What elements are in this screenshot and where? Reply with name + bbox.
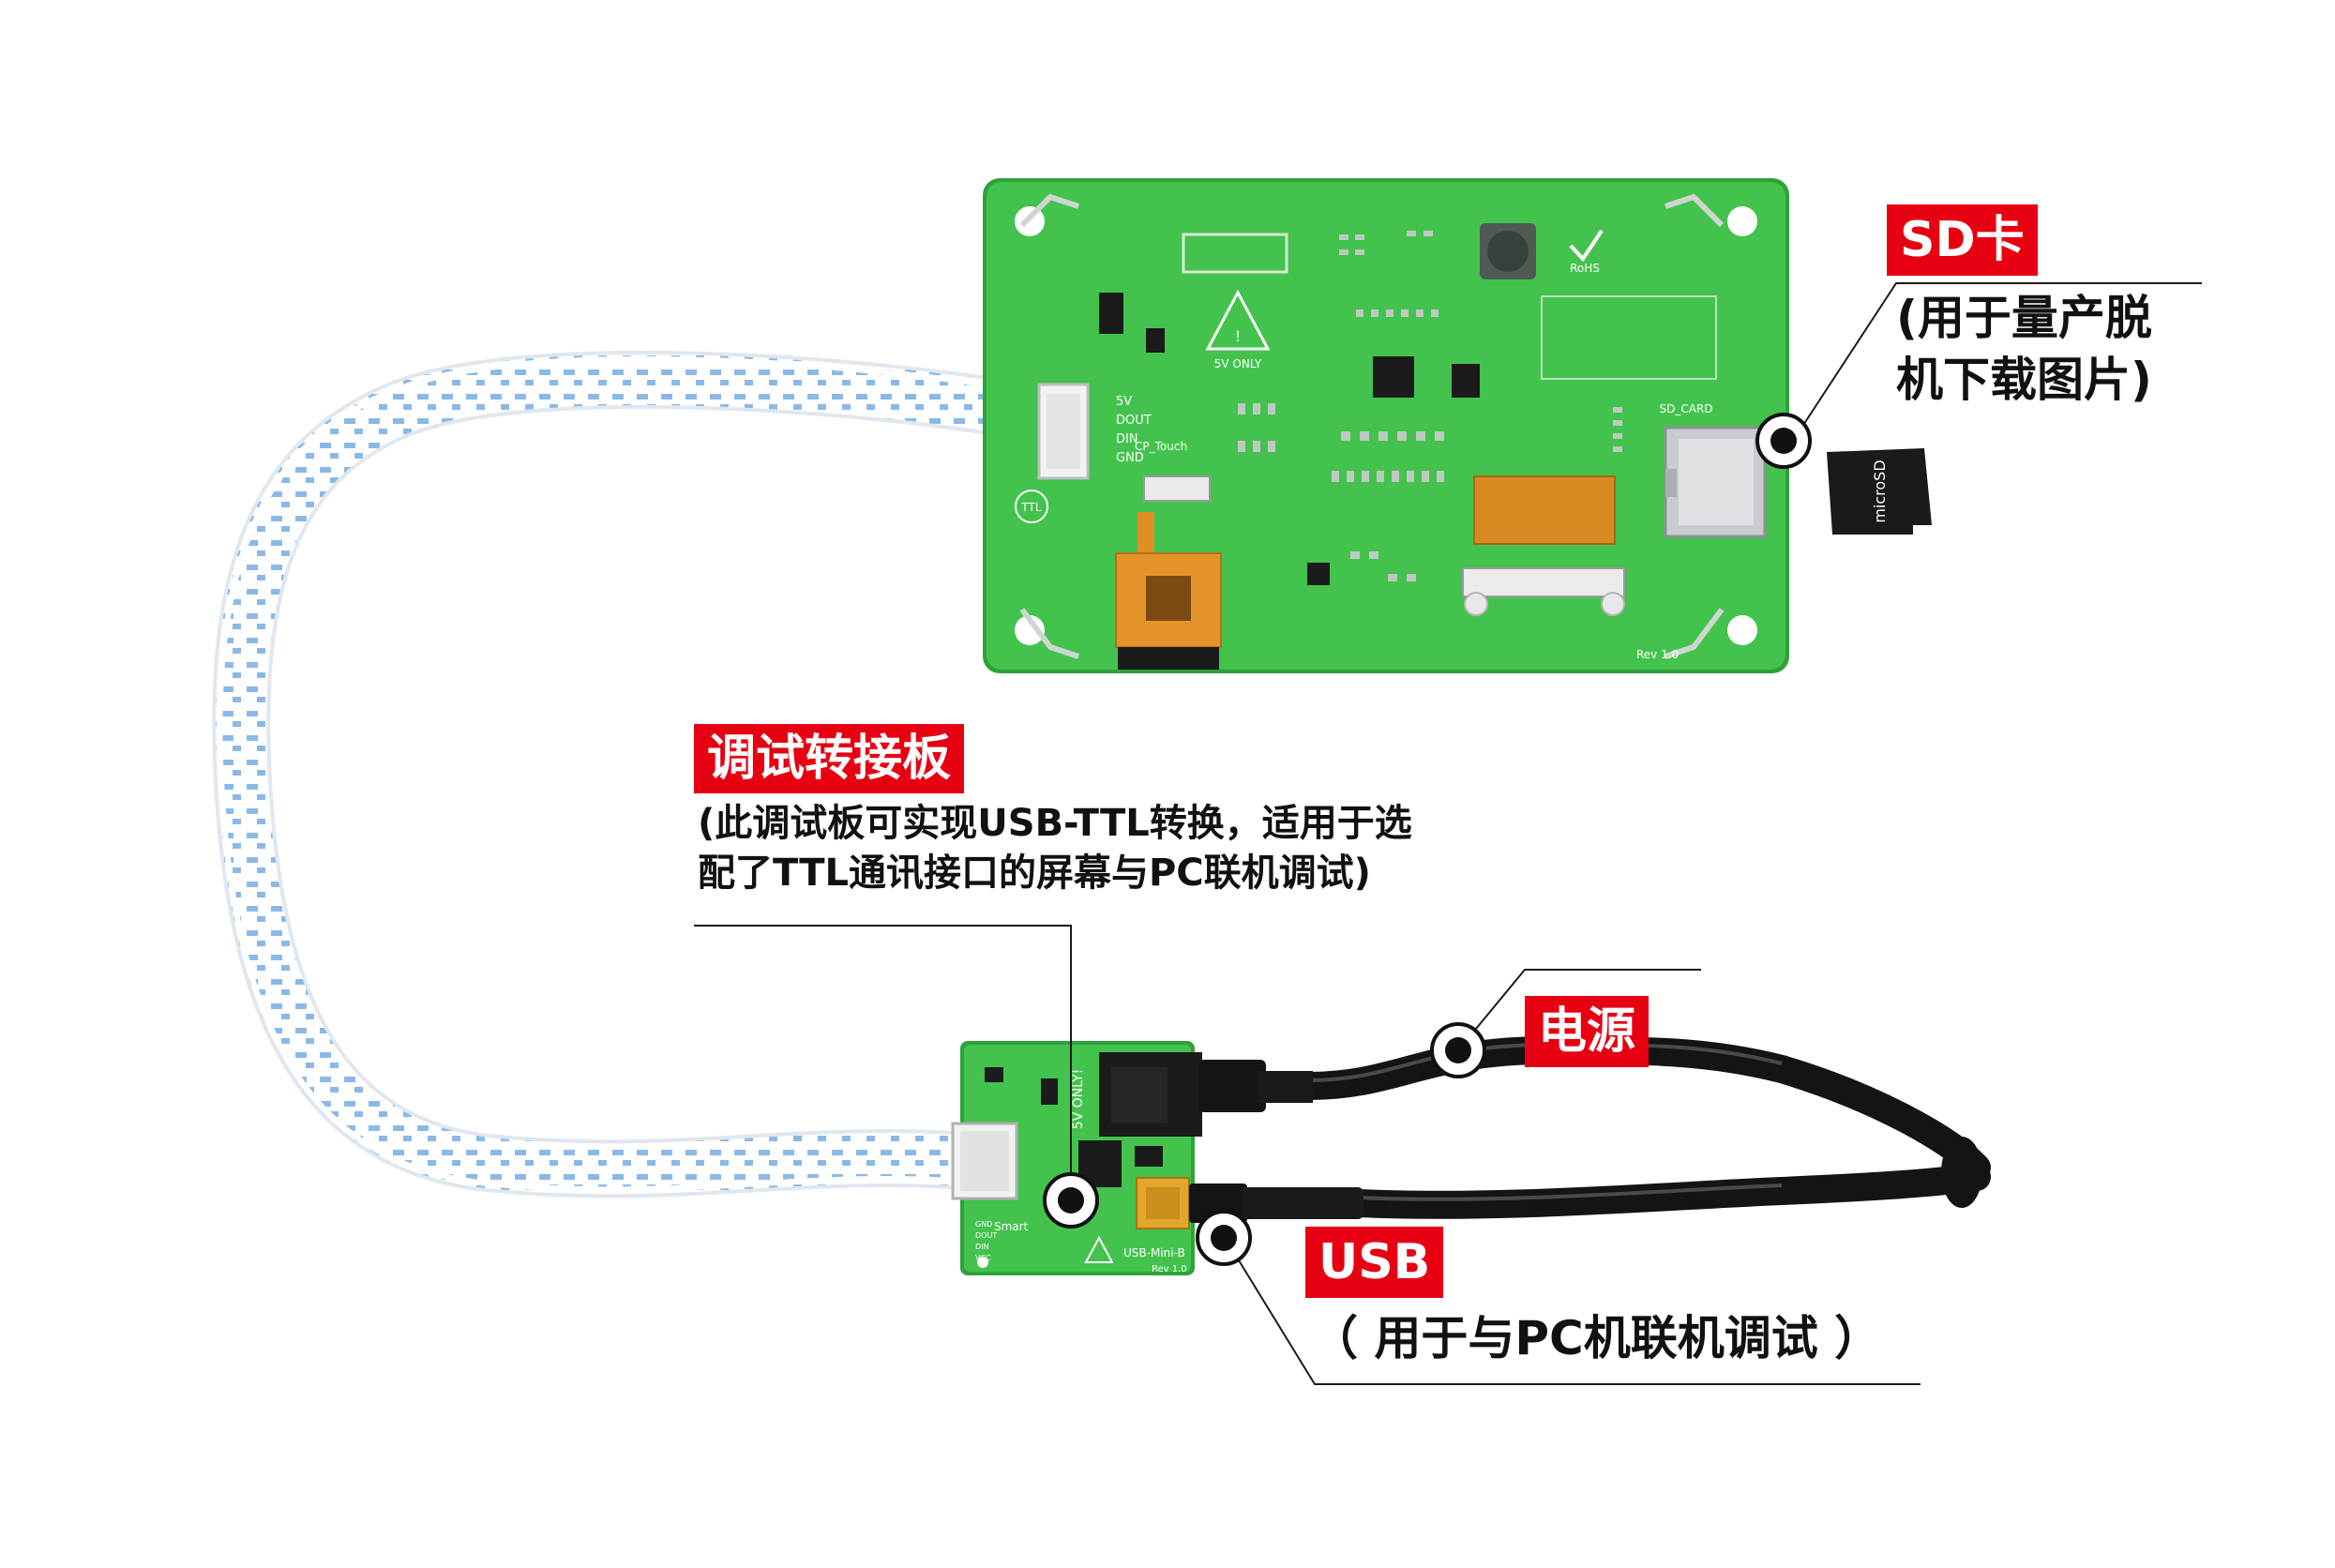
mount-hole: [1727, 615, 1757, 645]
sd-description-line: 机下载图片): [1896, 353, 2152, 407]
ribbon-cable: [212, 350, 1061, 1199]
component: [985, 1067, 1003, 1082]
silk-5v-only: 5V ONLY: [1214, 357, 1262, 370]
silk-pin: DOUT: [1116, 414, 1152, 428]
debug-board-tag: 调试转接板: [694, 724, 965, 793]
sd-leader-line: [1792, 282, 2202, 442]
cable-bundle: [1941, 1137, 1982, 1208]
silk-pin: 5V: [1116, 395, 1132, 409]
silk-rev: Rev 1.0: [1636, 648, 1679, 661]
silk-pin: GND: [1116, 451, 1144, 465]
callout-markers: [1043, 413, 1812, 1266]
silk-pin: DOUT: [975, 1231, 997, 1240]
usb-cable: [1346, 1163, 1991, 1219]
sd-description-line: (用于量产脱: [1896, 291, 2152, 345]
debug-board-description-line: 配了TTL通讯接口的屏幕与PC联机调试): [698, 851, 1371, 895]
microsd-card: microSD: [1827, 448, 1932, 535]
silk-usb-mini-b: USB-Mini-B: [1123, 1246, 1185, 1259]
silk-rev-adapter: Rev 1.0: [1152, 1264, 1187, 1274]
usb-marker: [1196, 1210, 1252, 1266]
touch-connector: [1143, 475, 1211, 502]
silk-pin: DIN: [1116, 432, 1138, 446]
silk-pin: DIN: [975, 1243, 989, 1251]
debug-board-marker: [1043, 1172, 1099, 1229]
label-area: [1541, 295, 1717, 380]
usb-description-line: （ 用于与PC机联机调试 ）: [1311, 1311, 1882, 1365]
component: [1099, 293, 1123, 334]
component: [1452, 364, 1480, 398]
usb-description: （ 用于与PC机联机调试 ）: [1311, 1307, 1881, 1369]
usb-mini-b-connector: [1136, 1177, 1190, 1229]
debug-board-description-line: (此调试板可实现USB-TTL转换，适用于选: [698, 802, 1412, 845]
warning-icon: [1205, 289, 1271, 351]
main-board: 5V DOUT DIN GND TTL ! 5V ONLY RoHS: [983, 178, 1789, 673]
lcd-connector: [1462, 567, 1625, 597]
component: [1146, 328, 1165, 353]
mcu-chip: [1373, 356, 1414, 398]
mount-hole: [1015, 615, 1045, 645]
debug-board-description: (此调试板可实现USB-TTL转换，适用于选 配了TTL通讯接口的屏幕与PC联机…: [698, 799, 1412, 898]
silk-smart: Smart: [994, 1220, 1029, 1233]
sd-description: (用于量产脱 机下载图片): [1896, 287, 2152, 411]
touch-ic: [1146, 576, 1191, 621]
silk-pin: GND: [975, 1220, 992, 1229]
silk-sd-card: SD_CARD: [1659, 402, 1712, 415]
power-leader-line: [1457, 969, 1701, 1051]
silk-cp-touch: CP_Touch: [1135, 440, 1187, 453]
sd-tag: SD卡: [1887, 204, 2038, 276]
svg-text:!: !: [1235, 327, 1241, 345]
microsd-label: microSD: [1871, 460, 1889, 522]
silk-5v-only-adapter: 5V ONLY!: [1071, 1069, 1086, 1130]
power-plug: [1198, 1060, 1266, 1112]
mount-hole: [977, 1257, 988, 1268]
adapter-board: 5V ONLY! Smart USB-Mini-B Rev 1.0 GND DO…: [951, 1041, 1363, 1275]
warning-icon: [1084, 1235, 1114, 1263]
usb-leader-line: [1228, 1243, 1921, 1385]
component: [1041, 1078, 1058, 1105]
usb-tag: USB: [1305, 1227, 1444, 1298]
debug-board-leader-line: [694, 925, 1072, 1200]
rohs-check-icon: [1569, 229, 1604, 263]
power-marker: [1430, 1022, 1486, 1078]
component: [1307, 563, 1330, 585]
top-connector: [1182, 233, 1288, 274]
silk-ttl: TTL: [1020, 501, 1041, 514]
component: [1135, 1146, 1163, 1167]
silk-rohs: RoHS: [1570, 262, 1600, 275]
power-tag: 电源: [1525, 996, 1650, 1067]
fpc-tail: [1137, 512, 1154, 553]
mount-hole: [1727, 206, 1757, 236]
lcd-fpc: [1473, 475, 1616, 545]
sd-marker: [1755, 413, 1812, 469]
leader-lines: [694, 282, 2202, 1385]
